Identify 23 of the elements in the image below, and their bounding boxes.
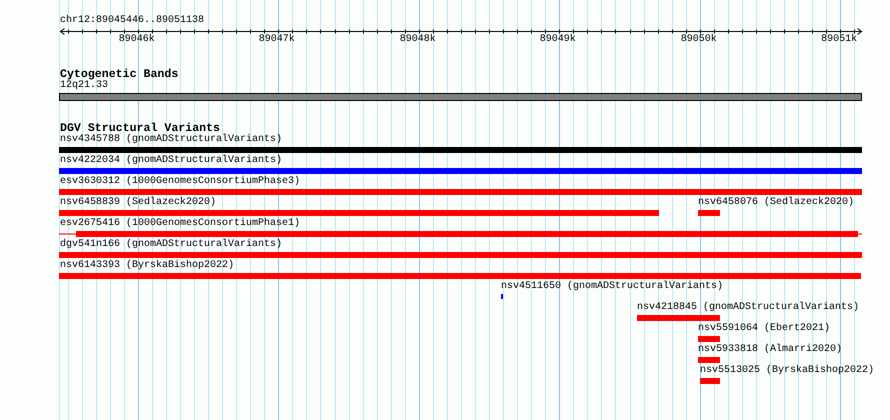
feature-label: nsv4218845 (gnomADStructuralVariants) — [637, 302, 860, 314]
feature-label: nsv5933818 (Almarri2020) — [698, 344, 842, 356]
feature-label: nsv4511650 (gnomADStructuralVariants) — [501, 281, 724, 293]
feature-label: dgv541n166 (gnomADStructuralVariants) — [60, 239, 282, 251]
tick-label: 89049k — [540, 34, 576, 46]
tick-label: 89047k — [258, 34, 295, 46]
feature-label: nsv4222034 (gnomADStructuralVariants) — [60, 155, 282, 167]
location-label: chr12:89045446..89051138 — [60, 15, 204, 27]
tick-label: 89046k — [118, 34, 155, 46]
feature-label: nsv6143393 (ByrskaBishop2022) — [60, 260, 234, 272]
feature-label: esv3630312 (1000GenomesConsortiumPhase3) — [60, 176, 300, 188]
feature-label: nsv6458839 (Sedlazeck2020) — [60, 197, 216, 209]
track-title: Cytogenetic Bands — [60, 68, 178, 80]
feature-label: nsv6458076 (Sedlazeck2020) — [698, 197, 854, 209]
feature-label: esv2675416 (1000GenomesConsortiumPhase1) — [60, 218, 300, 230]
tick-label: 89051k — [821, 34, 858, 46]
feature-label: nsv5513025 (ByrskaBishop2022) — [700, 365, 874, 377]
feature-label: 12q21.33 — [60, 80, 108, 92]
feature-label: nsv5591064 (Ebert2021) — [698, 323, 830, 335]
tick-label: 89048k — [400, 34, 436, 46]
feature-label: nsv4345788 (gnomADStructuralVariants) — [60, 134, 282, 146]
track-title: DGV Structural Variants — [60, 122, 220, 134]
tick-label: 89050k — [680, 34, 717, 46]
